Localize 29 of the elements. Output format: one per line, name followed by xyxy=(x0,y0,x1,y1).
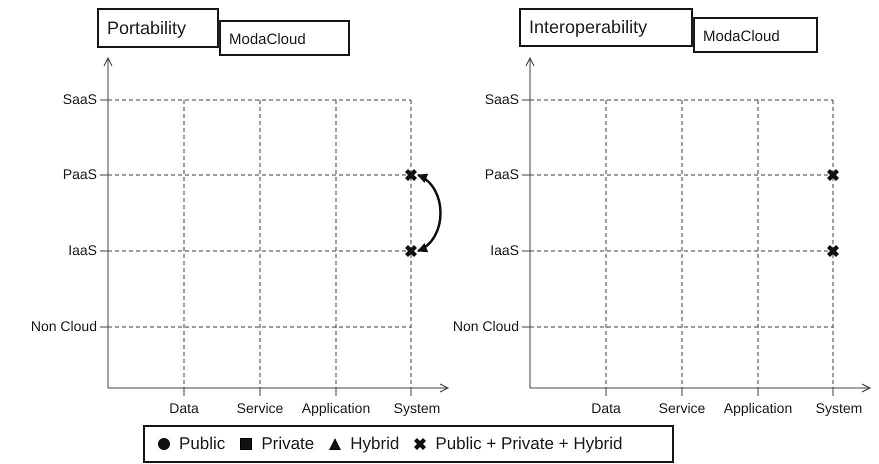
axis-label: System xyxy=(816,401,862,415)
axis-label: PaaS xyxy=(484,167,519,181)
axis-label: SaaS xyxy=(484,92,519,106)
title-box: Interoperability xyxy=(519,8,693,47)
title-box: ModaCloud xyxy=(219,20,350,56)
title-box: ModaCloud xyxy=(693,17,818,53)
axis-label: PaaS xyxy=(62,167,97,181)
title-box: Portability xyxy=(97,8,219,48)
legend-label: Private xyxy=(261,433,314,456)
axis-label: IaaS xyxy=(490,243,519,257)
axis-label: Service xyxy=(658,401,706,415)
legend-label: Public + Private + Hybrid xyxy=(435,433,622,456)
cross-marker xyxy=(404,168,418,182)
axis-label: SaaS xyxy=(62,92,97,106)
axis-label: Data xyxy=(591,401,621,415)
curved-double-arrow xyxy=(417,174,442,252)
axis-label: Service xyxy=(236,401,284,415)
cross-marker xyxy=(826,244,840,258)
axis-label: Non Cloud xyxy=(452,319,519,333)
legend-label: Hybrid xyxy=(350,433,400,456)
axis-label: System xyxy=(394,401,440,415)
axis-label: Application xyxy=(302,401,370,415)
cross-marker xyxy=(826,168,840,182)
cross-marker xyxy=(404,244,418,258)
axis-label: IaaS xyxy=(68,243,97,257)
axis-label: Non Cloud xyxy=(30,319,97,333)
axis-label: Data xyxy=(169,401,199,415)
legend-label: Public xyxy=(179,433,226,456)
axis-label: Application xyxy=(724,401,792,415)
